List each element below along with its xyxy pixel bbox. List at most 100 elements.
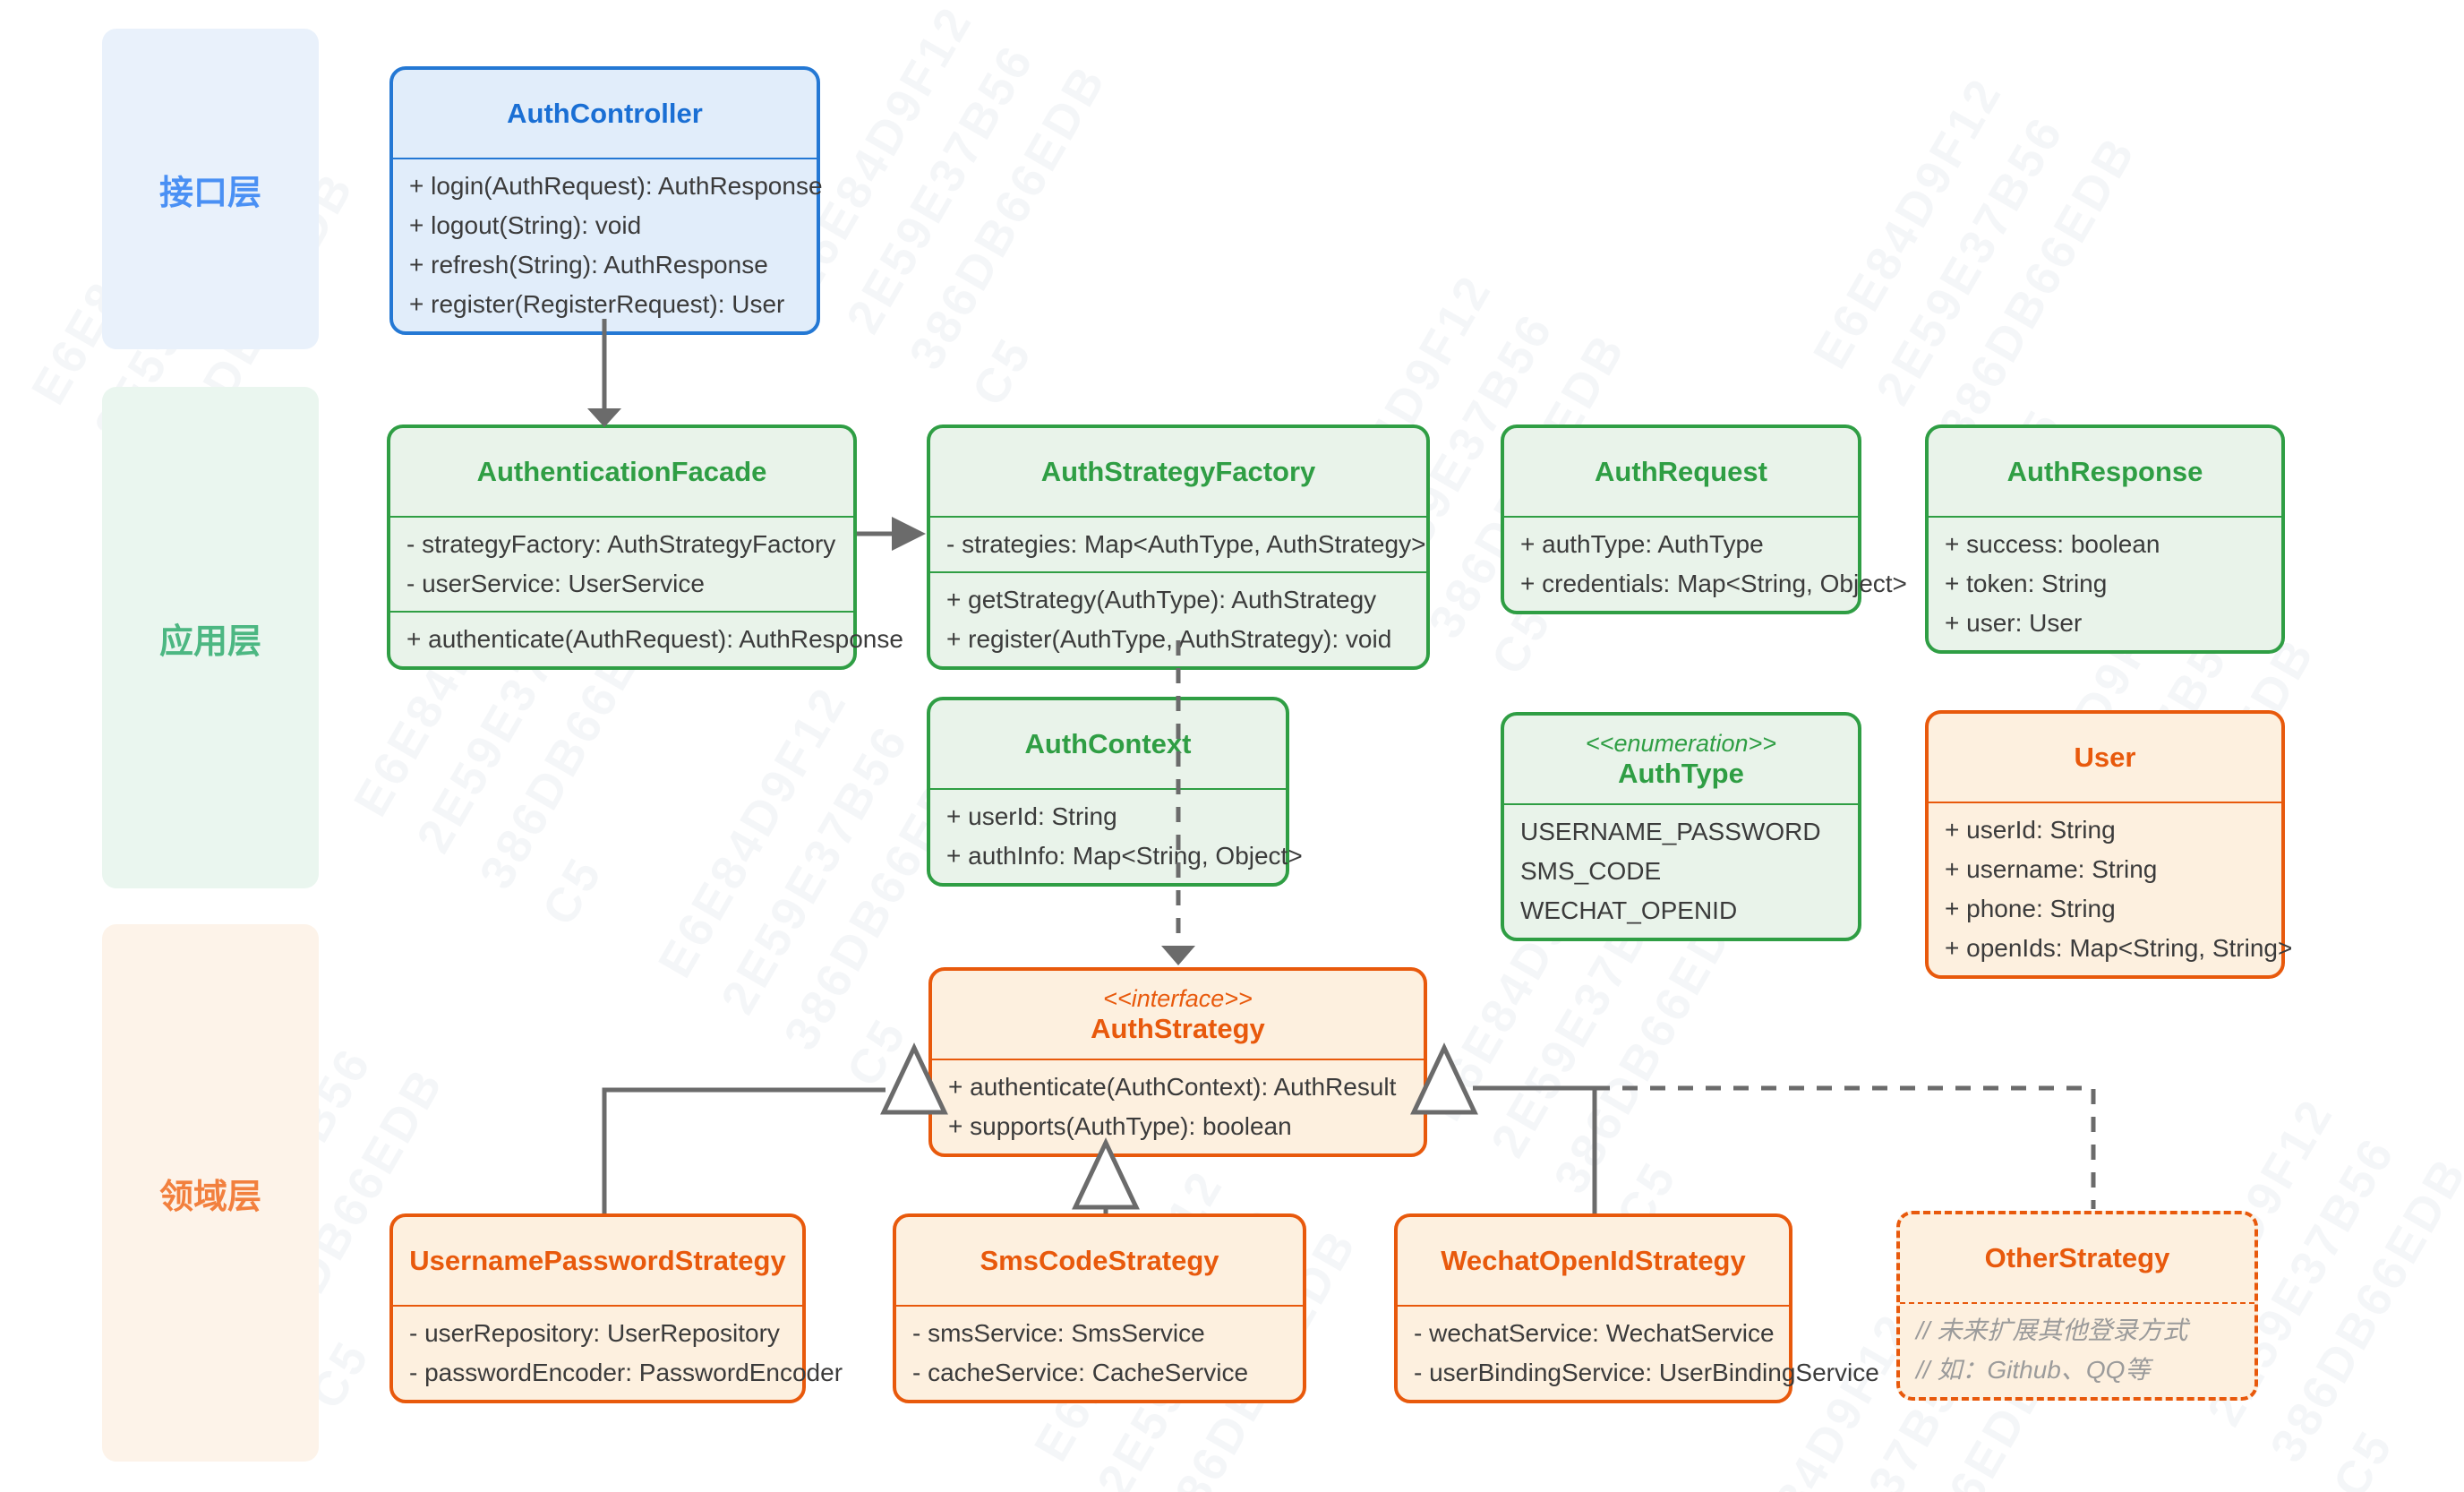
class-box-user: User + userId: String+ username: String+… [1925, 710, 2293, 979]
member-line: // 未来扩展其他登录方式 [1916, 1316, 2188, 1344]
class-title-cell: WechatOpenIdStrategy [1398, 1217, 1789, 1307]
methods-compartment: + authenticate(AuthRequest): AuthRespons… [390, 611, 903, 666]
stereotype-label: <<enumeration>> [1585, 729, 1777, 757]
class-title-cell: AuthStrategyFactory [930, 428, 1426, 518]
enum-values-compartment: USERNAME_PASSWORD SMS_CODE WECHAT_OPENID [1504, 805, 1858, 938]
class-title-cell: SmsCodeStrategy [896, 1217, 1303, 1307]
member-line: + authInfo: Map<String, Object> [946, 842, 1303, 870]
member-line: + authenticate(AuthContext): AuthResult [948, 1073, 1397, 1101]
layer-band-domain: 领域层 [102, 924, 319, 1462]
attributes-compartment: + authType: AuthType + credentials: Map<S… [1504, 518, 1907, 611]
comments-compartment: // 未来扩展其他登录方式 // 如：Github、QQ等 [1900, 1304, 2254, 1397]
layer-band-application: 应用层 [102, 387, 319, 888]
member-line: + register(AuthType, AuthStrategy): void [946, 625, 1392, 653]
attributes-compartment: - userRepository: UserRepository - passwo… [393, 1307, 843, 1400]
member-line: + register(RegisterRequest): User [409, 290, 785, 318]
class-title: AuthController [507, 98, 703, 129]
member-line: + userId: String [1945, 816, 2116, 844]
member-line: - cacheService: CacheService [912, 1359, 1249, 1386]
class-box-authstrategy-interface: <<interface>> AuthStrategy + authenticat… [928, 967, 1427, 1157]
class-title-cell: AuthController [393, 70, 817, 159]
member-line: + getStrategy(AuthType): AuthStrategy [946, 586, 1377, 613]
member-line: - wechatService: WechatService [1414, 1319, 1775, 1347]
attributes-compartment: - strategyFactory: AuthStrategyFactory - … [390, 518, 853, 611]
class-title: SmsCodeStrategy [980, 1245, 1219, 1276]
class-title: OtherStrategy [1984, 1242, 2170, 1273]
member-line: + username: String [1945, 855, 2158, 883]
attributes-compartment: + success: boolean + token: String + user:… [1929, 518, 2281, 650]
class-box-authcontroller: AuthController + login(AuthRequest): Aut… [389, 66, 823, 335]
member-line: + credentials: Map<String, Object> [1520, 570, 1907, 597]
member-line: WECHAT_OPENID [1520, 896, 1738, 924]
class-title-cell: AuthContext [930, 700, 1286, 790]
member-line: + logout(String): void [409, 211, 642, 239]
class-title-cell: <<interface>> AuthStrategy [932, 971, 1424, 1060]
filled-arrowhead-right-icon [892, 517, 926, 551]
attributes-compartment: + userId: String + username: String + phon… [1929, 803, 2293, 975]
watermark-text: E6E84D9F122E59E37B56386DB66EDBC5 [766, 0, 1188, 419]
member-line: - userBindingService: UserBindingService [1414, 1359, 1879, 1386]
methods-compartment: + authenticate(AuthContext): AuthResult +… [932, 1060, 1424, 1153]
attributes-compartment: - strategies: Map<AuthType, AuthStrategy… [930, 518, 1426, 571]
class-box-authenticationfacade: AuthenticationFacade - strategyFactory: … [387, 424, 903, 670]
class-box-authtype-enumeration: <<enumeration>> AuthType USERNAME_PASSWO… [1501, 712, 1861, 941]
class-title-cell: UsernamePasswordStrategy [393, 1217, 802, 1307]
class-title-cell: AuthResponse [1929, 428, 2281, 518]
layer-label-domain: 领域层 [158, 1178, 261, 1216]
member-line: + userId: String [946, 802, 1117, 830]
member-line: - userService: UserService [406, 570, 705, 597]
member-line: + phone: String [1945, 895, 2116, 922]
member-line: - smsService: SmsService [912, 1319, 1205, 1347]
attributes-compartment: - wechatService: WechatService - userBind… [1398, 1307, 1879, 1400]
layer-label-interface: 接口层 [158, 174, 261, 212]
member-line: + refresh(String): AuthResponse [409, 251, 768, 279]
member-line: - strategyFactory: AuthStrategyFactory [406, 530, 836, 558]
edge-otherstrategy-dashed [1595, 1085, 2096, 1209]
class-box-authresponse: AuthResponse + success: boolean + token: … [1925, 424, 2285, 654]
class-title-cell: AuthRequest [1504, 428, 1858, 518]
member-line: + openIds: Map<String, String> [1945, 934, 2293, 962]
attributes-compartment: - smsService: SmsService - cacheService: … [896, 1307, 1303, 1400]
member-line: + success: boolean [1945, 530, 2160, 558]
class-title: AuthStrategyFactory [1040, 456, 1316, 487]
member-line: - userRepository: UserRepository [409, 1319, 780, 1347]
methods-compartment: + getStrategy(AuthType): AuthStrategy + r… [930, 571, 1426, 666]
class-box-authcontext: AuthContext + userId: String + authInfo: … [927, 697, 1303, 887]
member-line: + user: User [1945, 609, 2083, 637]
member-line: + login(AuthRequest): AuthResponse [409, 172, 823, 200]
member-line: // 如：Github、QQ等 [1916, 1356, 2151, 1384]
member-line: - passwordEncoder: PasswordEncoder [409, 1359, 843, 1386]
class-title-cell: OtherStrategy [1900, 1214, 2254, 1304]
class-title: AuthResponse [2006, 456, 2203, 487]
layer-label-application: 应用层 [158, 622, 261, 661]
class-box-authstrategyfactory: AuthStrategyFactory - strategies: Map<Au… [927, 424, 1430, 670]
class-title-cell: AuthenticationFacade [390, 428, 853, 518]
class-title-cell: <<enumeration>> AuthType [1504, 716, 1858, 805]
class-title: UsernamePasswordStrategy [409, 1245, 786, 1276]
methods-compartment: + login(AuthRequest): AuthResponse + logo… [393, 159, 823, 331]
class-title: AuthRequest [1595, 456, 1767, 487]
stereotype-label: <<interface>> [1103, 984, 1253, 1012]
member-line: SMS_CODE [1520, 857, 1662, 885]
member-line: USERNAME_PASSWORD [1520, 818, 1821, 845]
layer-band-interface: 接口层 [102, 29, 319, 349]
class-box-smscodestrategy: SmsCodeStrategy - smsService: SmsService… [893, 1213, 1306, 1403]
class-box-authrequest: AuthRequest + authType: AuthType + creden… [1501, 424, 1907, 614]
class-title: WechatOpenIdStrategy [1441, 1245, 1746, 1276]
member-line: + authType: AuthType [1520, 530, 1764, 558]
member-line: + supports(AuthType): boolean [948, 1112, 1292, 1140]
edge-wechat-realization [1473, 1085, 1597, 1213]
class-box-wechatopenidstrategy: WechatOpenIdStrategy - wechatService: We… [1394, 1213, 1879, 1403]
member-line: + token: String [1945, 570, 2108, 597]
class-box-usernamepasswordstrategy: UsernamePasswordStrategy - userRepositor… [389, 1213, 843, 1403]
class-title: AuthContext [1024, 728, 1192, 759]
class-title: AuthenticationFacade [476, 456, 767, 487]
class-title: AuthType [1618, 757, 1744, 789]
member-line: + authenticate(AuthRequest): AuthRespons… [406, 625, 903, 653]
attributes-compartment: + userId: String + authInfo: Map<String, … [930, 790, 1303, 883]
class-title-cell: User [1929, 714, 2281, 803]
class-box-otherstrategy: OtherStrategy // 未来扩展其他登录方式 // 如：Github、Q… [1896, 1211, 2258, 1401]
member-line: - strategies: Map<AuthType, AuthStrategy… [946, 530, 1426, 558]
filled-arrowhead-down-icon [1161, 946, 1195, 965]
